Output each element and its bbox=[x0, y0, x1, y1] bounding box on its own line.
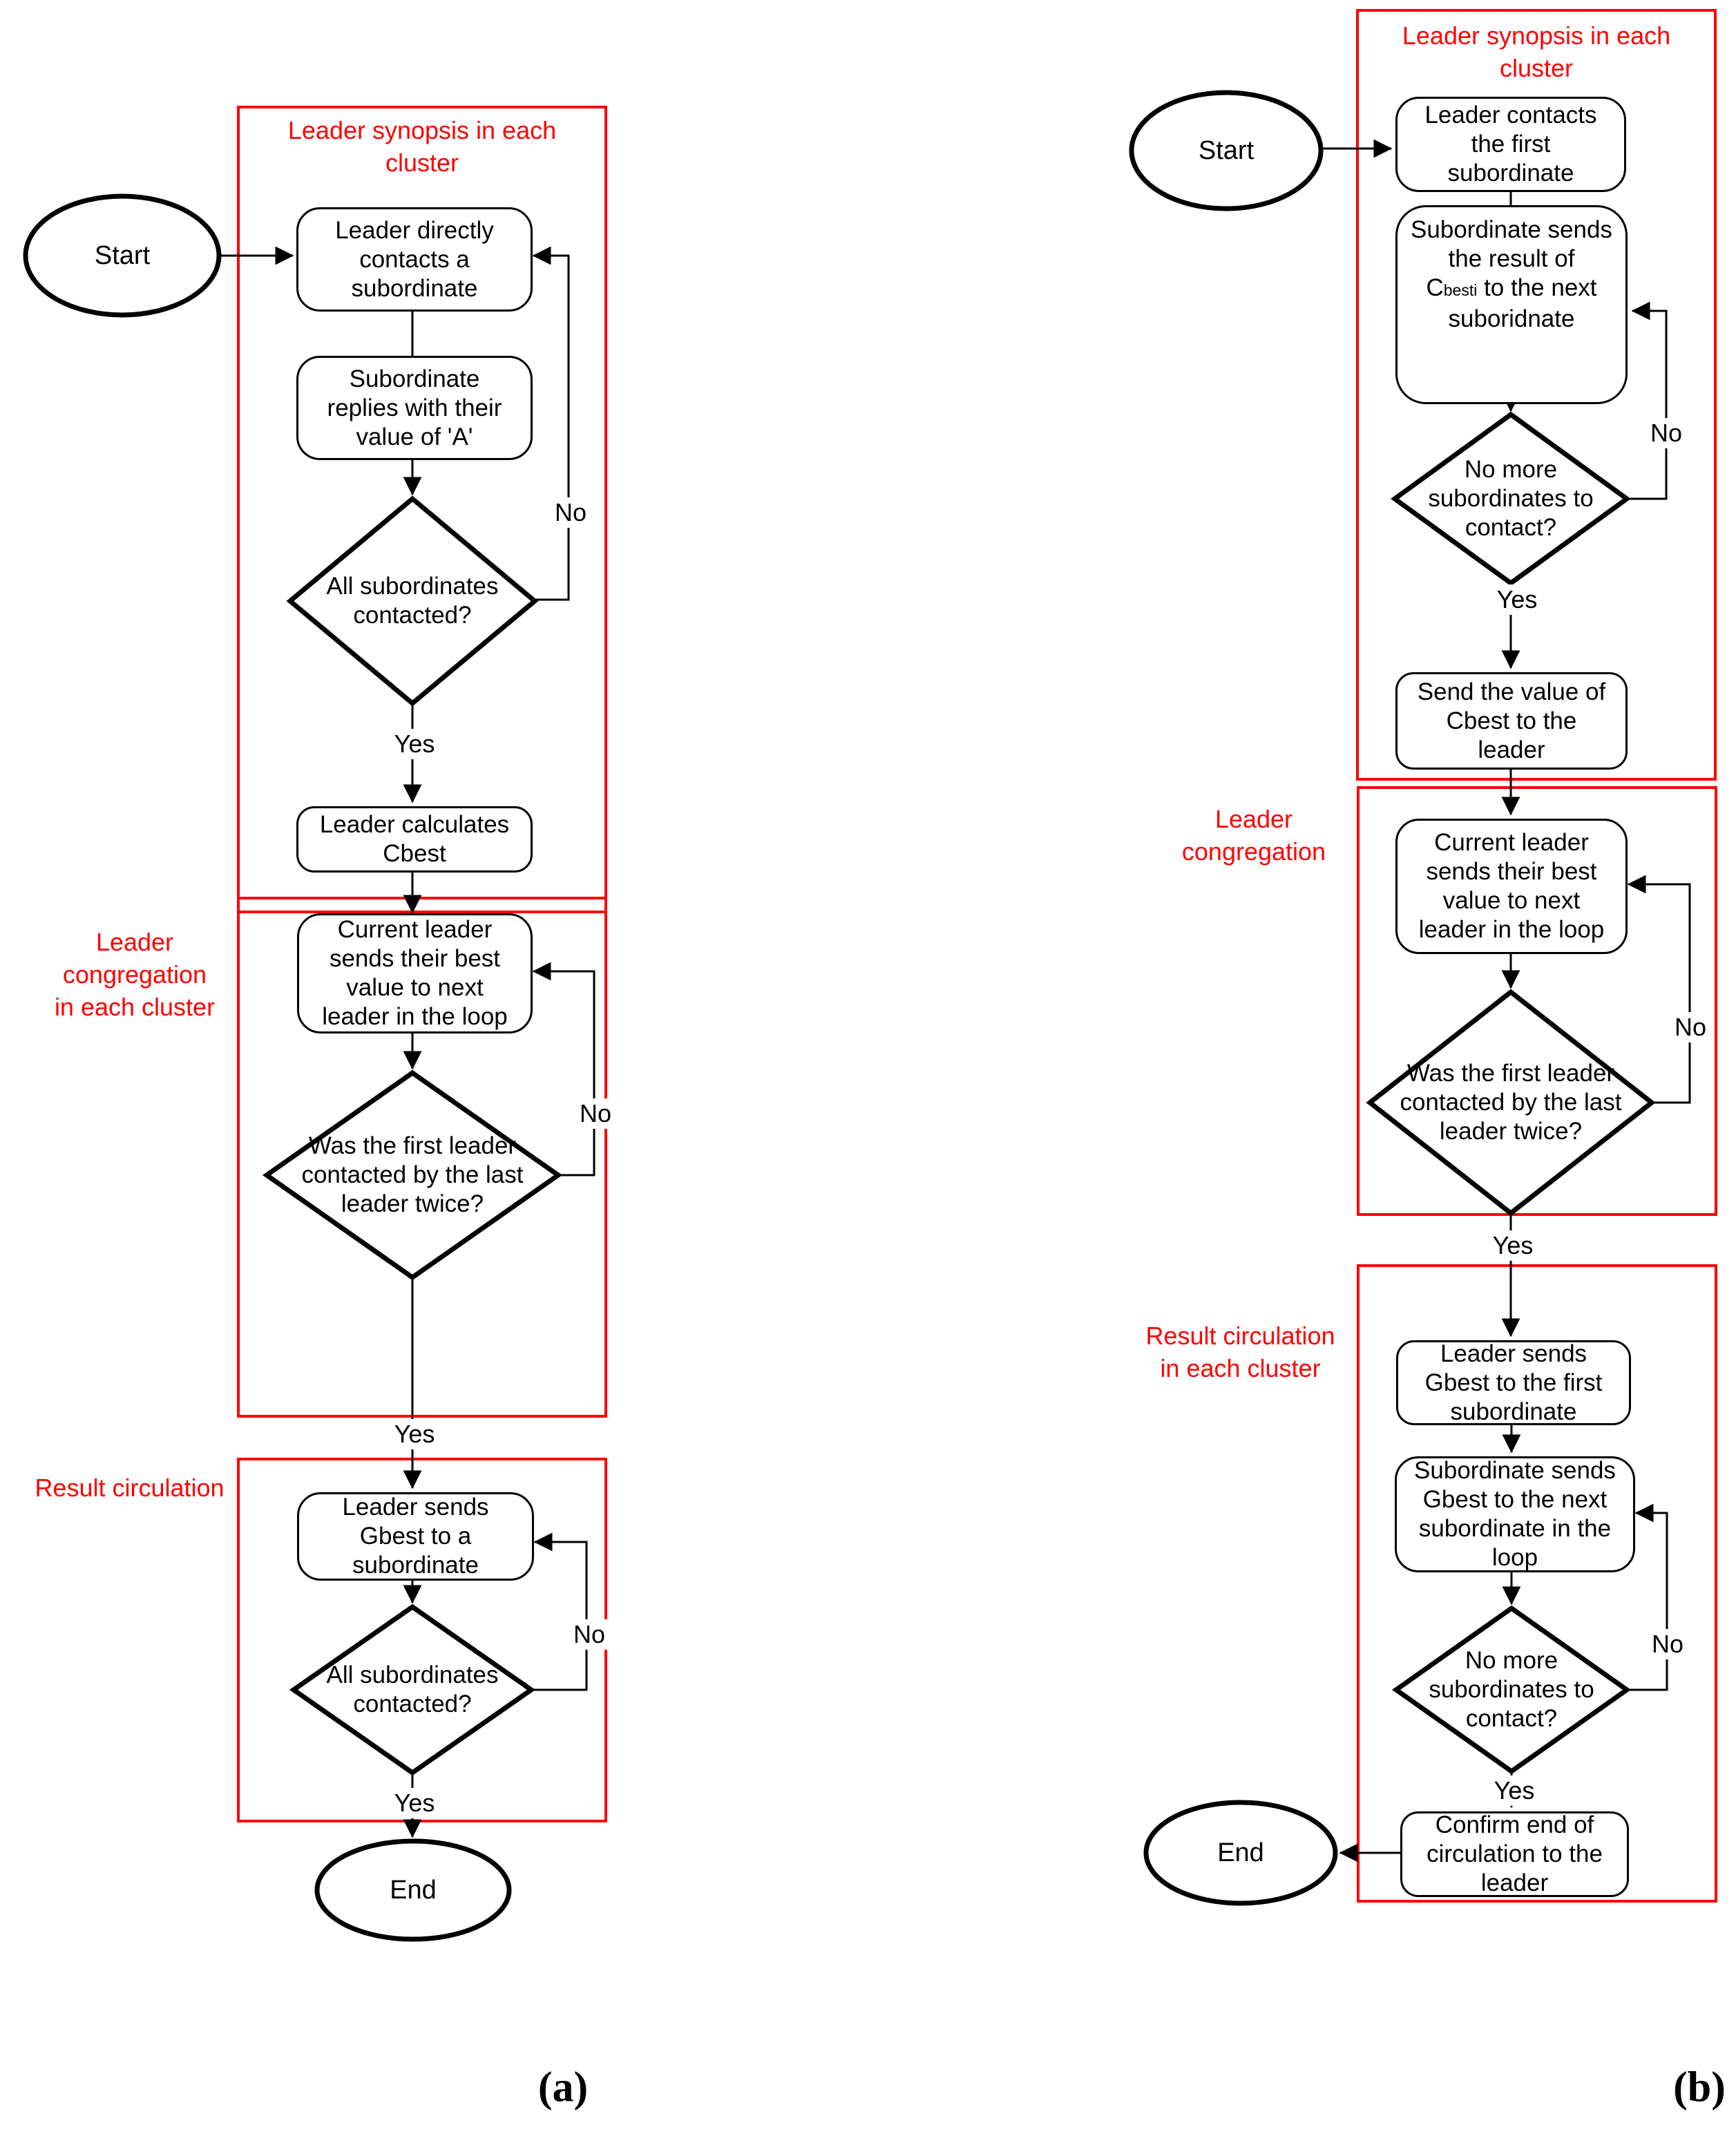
decision-diamond-a-all-contacted2 bbox=[289, 1603, 536, 1776]
section-box-b-circulation bbox=[1357, 1264, 1717, 1903]
process-node-a-reply: Subordinate replies with their value of … bbox=[296, 356, 533, 460]
section-box-a-synopsis bbox=[237, 106, 607, 913]
end-ellipse-a bbox=[314, 1838, 512, 1942]
end-ellipse-b bbox=[1143, 1800, 1338, 1906]
branch-label-a-no2: No bbox=[576, 1098, 615, 1129]
decision-diamond-b-no-more2 bbox=[1391, 1605, 1632, 1775]
node-line: Subordinate sends bbox=[1411, 216, 1612, 243]
section-title-b-synopsis: Leader synopsis in each cluster bbox=[1402, 21, 1671, 82]
process-node-b-confirm: Confirm end of circulation to the leader bbox=[1400, 1811, 1629, 1897]
start-ellipse-b bbox=[1129, 90, 1324, 211]
decision-diamond-a-all-contacted bbox=[286, 495, 539, 707]
cbest-subscript: besti bbox=[1443, 281, 1478, 299]
figure-caption-a: (a) bbox=[537, 2064, 589, 2111]
connector-b-decision2-no-loop bbox=[1627, 875, 1691, 1104]
branch-label-b-yes3: Yes bbox=[1491, 1775, 1538, 1806]
branch-label-b-yes1: Yes bbox=[1494, 584, 1541, 615]
process-node-b-send-cbest: Send the value of Cbest to the leader bbox=[1395, 672, 1628, 770]
node-line-rest: to the next bbox=[1477, 274, 1597, 301]
end-terminal-a: End bbox=[390, 1875, 437, 1905]
connector-a-decision2-no-loop bbox=[532, 962, 595, 1177]
section-title-a-congregation: Leader congregation in each cluster bbox=[54, 928, 216, 1021]
connector-a-decision1-no-loop bbox=[532, 246, 570, 601]
decision-diamond-b-no-more bbox=[1391, 411, 1631, 587]
branch-label-a-yes3: Yes bbox=[391, 1788, 438, 1818]
branch-label-b-yes2: Yes bbox=[1489, 1230, 1536, 1261]
end-terminal-b: End bbox=[1217, 1838, 1264, 1867]
branch-label-b-no3: No bbox=[1648, 1629, 1687, 1659]
connector-b-decision1-no-loop bbox=[1627, 301, 1668, 500]
process-node-b-sub-sends-gbest: Subordinate sends Gbest to the next subo… bbox=[1395, 1456, 1635, 1572]
branch-label-b-no1: No bbox=[1647, 418, 1686, 448]
branch-label-a-yes2: Yes bbox=[391, 1419, 438, 1449]
branch-label-a-no1: No bbox=[551, 497, 590, 528]
section-box-b-synopsis bbox=[1356, 9, 1717, 781]
section-title-b-congregation: Leader congregation bbox=[1181, 805, 1326, 866]
branch-label-a-no3: No bbox=[570, 1619, 609, 1650]
node-line: suboridnate bbox=[1448, 305, 1575, 332]
connector-a-decision3-no-loop bbox=[531, 1532, 588, 1691]
figure-caption-b: (b) bbox=[1673, 2064, 1726, 2111]
process-node-a-send-gbest: Leader sends Gbest to a subordinate bbox=[297, 1492, 534, 1581]
section-title-a-circulation: Result circulation bbox=[35, 1474, 225, 1502]
decision-diamond-b-first-leader bbox=[1366, 989, 1656, 1217]
connector-b-decision3-no-loop bbox=[1627, 1503, 1668, 1691]
start-terminal-b: Start bbox=[1198, 135, 1255, 165]
branch-label-b-no2: No bbox=[1671, 1012, 1710, 1042]
cbest-symbol: C bbox=[1426, 274, 1444, 301]
process-node-b-send-best: Current leader sends their best value to… bbox=[1395, 819, 1628, 954]
section-title-a-synopsis: Leader synopsis in each cluster bbox=[287, 116, 557, 177]
process-node-b-send-result: Subordinate sends the result of Cbesti t… bbox=[1395, 205, 1628, 404]
section-box-a-congregation bbox=[237, 897, 607, 1418]
process-node-b-send-gbest: Leader sends Gbest to the first subordin… bbox=[1396, 1340, 1631, 1425]
start-terminal-a: Start bbox=[94, 240, 151, 270]
node-line: Cbesti to the next bbox=[1426, 274, 1596, 305]
process-node-a-contact: Leader directly contacts a subordinate bbox=[296, 207, 533, 312]
section-title-b-circulation: Result circulation in each cluster bbox=[1145, 1322, 1335, 1382]
process-node-a-calculate: Leader calculates Cbest bbox=[296, 806, 533, 873]
branch-label-a-yes1: Yes bbox=[391, 729, 438, 759]
decision-diamond-a-first-leader bbox=[262, 1069, 563, 1281]
section-box-b-congregation bbox=[1357, 786, 1717, 1216]
node-line: the result of bbox=[1448, 245, 1575, 272]
start-ellipse-a bbox=[23, 193, 222, 318]
process-node-b-contact-first: Leader contacts the first subordinate bbox=[1395, 97, 1626, 192]
process-node-a-send-best: Current leader sends their best value to… bbox=[297, 913, 533, 1034]
